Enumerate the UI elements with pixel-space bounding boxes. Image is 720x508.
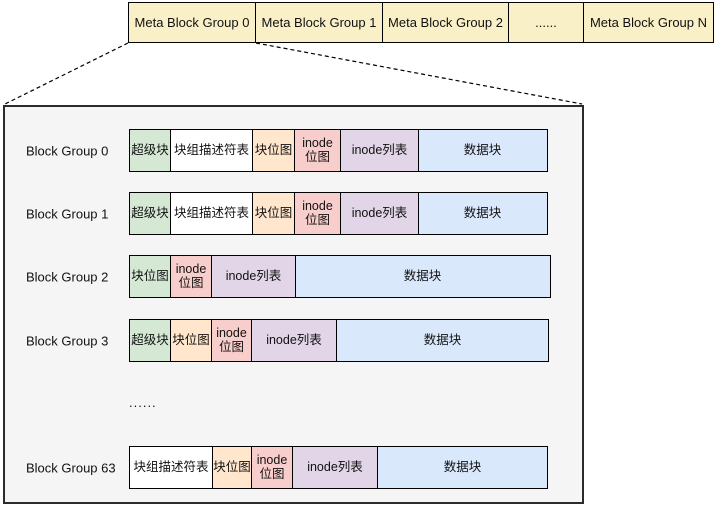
block-group-cell: inode列表 <box>340 129 419 172</box>
meta-block-group-box: Meta Block Group 1 <box>254 2 384 43</box>
block-group-cell: 块位图 <box>252 192 295 235</box>
block-group-cell: 数据块 <box>294 255 551 298</box>
block-group-cell: 数据块 <box>336 319 549 362</box>
block-group-cell: inode列表 <box>291 446 379 489</box>
block-group-cell: 超级块 <box>129 192 171 235</box>
block-group-cell: 块位图 <box>211 446 253 489</box>
block-group-cell: 数据块 <box>417 192 548 235</box>
meta-block-group-box: ...... <box>507 2 585 43</box>
block-group-cell: 块组描述符表 <box>169 129 254 172</box>
block-group-label: Block Group 2 <box>26 269 109 284</box>
block-group-label: Block Group 1 <box>26 206 109 221</box>
meta-block-group-box: Meta Block Group 2 <box>382 2 509 43</box>
block-group-cell: inode列表 <box>211 255 296 298</box>
block-group-cell: 数据块 <box>417 129 548 172</box>
block-group-cell: 块组描述符表 <box>169 192 254 235</box>
block-group-cell: inode列表 <box>340 192 419 235</box>
block-group-cell: 数据块 <box>377 446 548 489</box>
block-group-cell: 超级块 <box>129 129 171 172</box>
dashed-line-left <box>4 42 129 105</box>
block-group-cell: 块组描述符表 <box>129 446 213 489</box>
block-group-cell: 块位图 <box>129 255 171 298</box>
block-group-ellipsis: ...... <box>129 395 157 410</box>
block-group-cell: inode列表 <box>250 319 338 362</box>
block-group-label: Block Group 63 <box>26 460 116 475</box>
block-group-cell: 超级块 <box>129 319 171 362</box>
block-group-cell: 块位图 <box>252 129 295 172</box>
block-group-label: Block Group 3 <box>26 333 109 348</box>
meta-block-group-box: Meta Block Group 0 <box>128 2 256 43</box>
dashed-line-right <box>255 42 583 105</box>
block-group-cell: 块位图 <box>169 319 213 362</box>
block-group-label: Block Group 0 <box>26 143 109 158</box>
meta-block-group-box: Meta Block Group N <box>583 2 714 43</box>
